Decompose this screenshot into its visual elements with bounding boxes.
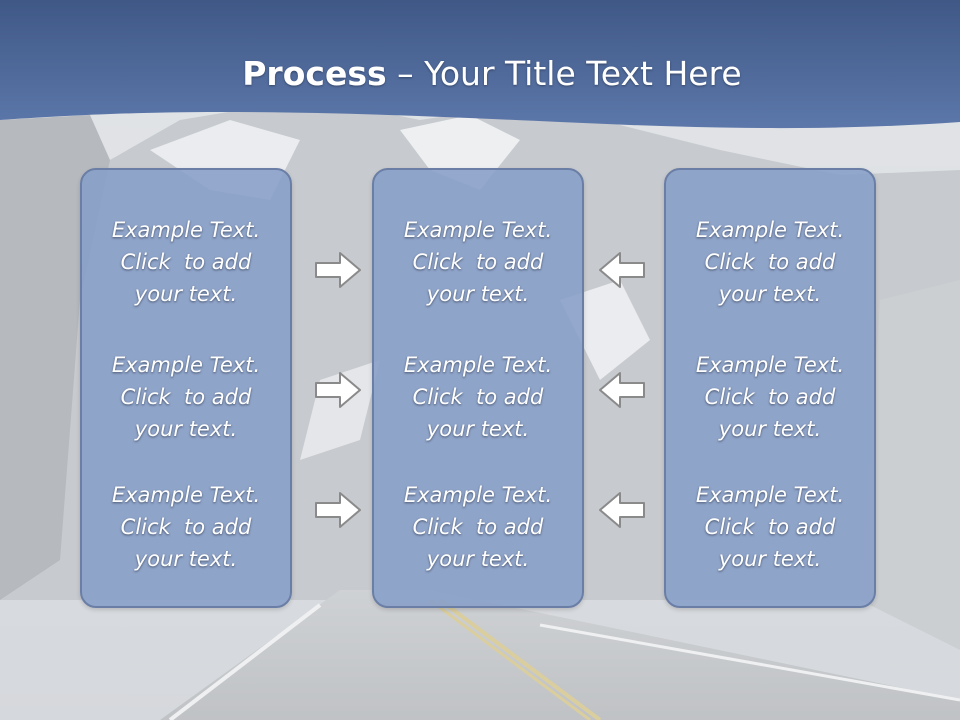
text-placeholder[interactable]: Example Text. Click to add your text. xyxy=(374,214,582,310)
text-line: your text. xyxy=(134,417,238,441)
left-arrow-icon xyxy=(599,252,645,288)
text-line: your text. xyxy=(718,417,822,441)
text-line: Example Text. xyxy=(403,483,553,507)
text-line: Example Text. xyxy=(111,218,261,242)
title-bold: Process xyxy=(242,54,387,93)
text-line: Example Text. xyxy=(695,218,845,242)
slide-title: Process – Your Title Text Here xyxy=(0,52,960,96)
panel-left: Example Text. Click to add your text. Ex… xyxy=(80,168,292,608)
text-line: Example Text. xyxy=(695,483,845,507)
text-line: your text. xyxy=(134,282,238,306)
text-line: Example Text. xyxy=(403,353,553,377)
panel-center: Example Text. Click to add your text. Ex… xyxy=(372,168,584,608)
text-line: Click to add xyxy=(412,515,544,539)
text-line: Example Text. xyxy=(403,218,553,242)
right-arrow-icon xyxy=(315,372,361,408)
text-line: Click to add xyxy=(120,385,252,409)
text-line: Click to add xyxy=(120,250,252,274)
text-line: Click to add xyxy=(704,250,836,274)
panel-right: Example Text. Click to add your text. Ex… xyxy=(664,168,876,608)
right-arrow-icon xyxy=(315,492,361,528)
text-placeholder[interactable]: Example Text. Click to add your text. xyxy=(374,349,582,445)
text-placeholder[interactable]: Example Text. Click to add your text. xyxy=(666,214,874,310)
text-placeholder[interactable]: Example Text. Click to add your text. xyxy=(82,214,290,310)
text-placeholder[interactable]: Example Text. Click to add your text. xyxy=(82,479,290,575)
text-placeholder[interactable]: Example Text. Click to add your text. xyxy=(374,479,582,575)
text-line: your text. xyxy=(426,417,530,441)
text-line: your text. xyxy=(134,547,238,571)
title-rest: – Your Title Text Here xyxy=(386,54,742,93)
text-placeholder[interactable]: Example Text. Click to add your text. xyxy=(666,349,874,445)
text-line: your text. xyxy=(718,547,822,571)
text-line: your text. xyxy=(718,282,822,306)
text-line: your text. xyxy=(426,547,530,571)
text-placeholder[interactable]: Example Text. Click to add your text. xyxy=(82,349,290,445)
text-line: Example Text. xyxy=(695,353,845,377)
text-line: Click to add xyxy=(412,385,544,409)
text-placeholder[interactable]: Example Text. Click to add your text. xyxy=(666,479,874,575)
text-line: Example Text. xyxy=(111,483,261,507)
left-arrow-icon xyxy=(599,492,645,528)
text-line: Click to add xyxy=(120,515,252,539)
text-line: your text. xyxy=(426,282,530,306)
left-arrow-icon xyxy=(599,372,645,408)
text-line: Click to add xyxy=(704,515,836,539)
text-line: Click to add xyxy=(412,250,544,274)
text-line: Click to add xyxy=(704,385,836,409)
text-line: Example Text. xyxy=(111,353,261,377)
right-arrow-icon xyxy=(315,252,361,288)
